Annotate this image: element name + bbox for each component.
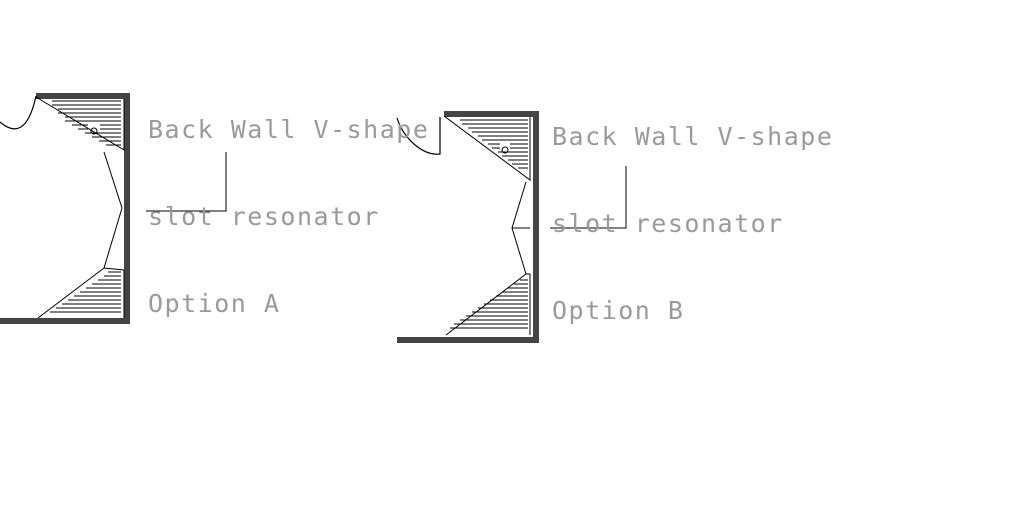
room-wall-b <box>397 111 539 343</box>
lower-slot-panel-a <box>37 267 125 319</box>
v-shape-outline-a <box>103 151 123 269</box>
leader-line-b <box>550 166 627 229</box>
diagram-option-b <box>396 111 627 343</box>
label-a-line-2: slot resonator <box>148 202 380 231</box>
v-shape-outline-b <box>511 181 530 275</box>
curved-wall-b <box>396 117 441 155</box>
lower-slot-panel-b <box>445 273 531 336</box>
curved-wall-a <box>0 95 37 130</box>
diagram-option-a <box>0 93 227 324</box>
leader-line-a <box>146 152 227 212</box>
upper-slot-panel-b <box>443 115 531 181</box>
label-a-line-3: Option A <box>148 289 281 318</box>
label-option-b: Back Wall V-shape slot resonator Option … <box>552 64 833 354</box>
label-b-line-1: Back Wall V-shape <box>552 122 834 151</box>
label-b-line-3: Option B <box>552 296 685 325</box>
label-option-a: Back Wall V-shape slot resonator Option … <box>148 57 429 347</box>
label-b-line-2: slot resonator <box>552 209 784 238</box>
room-wall-a <box>0 93 130 324</box>
label-a-line-1: Back Wall V-shape <box>148 115 430 144</box>
upper-slot-panel-a <box>35 96 125 151</box>
